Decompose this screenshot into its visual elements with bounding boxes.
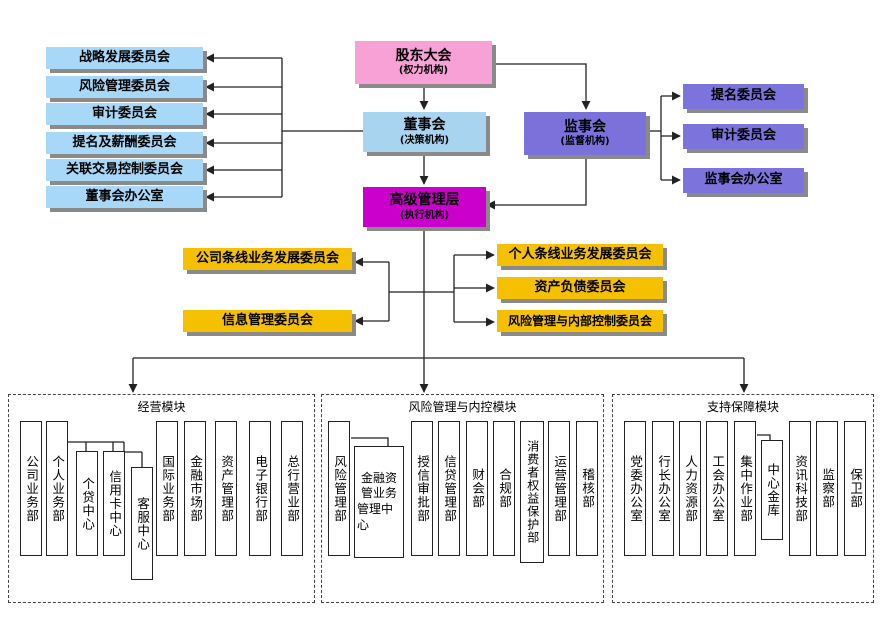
dept-box: 消费者权益保护部 xyxy=(520,421,544,563)
sub-center-line: 管业务 xyxy=(360,486,397,501)
board-committee: 提名及薪酬委员会 xyxy=(46,132,203,154)
dept-box: 总行营业部 xyxy=(281,421,303,556)
dept-box: 个人业务部 xyxy=(46,421,68,556)
sub-center-line: 金融资 xyxy=(360,470,397,485)
dept-box: 行长办公室 xyxy=(652,421,674,556)
board-note: (决策机构) xyxy=(399,134,450,146)
board-committee: 风险管理委员会 xyxy=(46,76,203,98)
supervisors-name: 监事会 xyxy=(563,118,606,135)
board-committee: 关联交易控制委员会 xyxy=(46,159,203,181)
supervisor-committee: 提名委员会 xyxy=(683,84,804,109)
dept-box: 个贷中心 xyxy=(76,451,98,556)
dept-box: 信贷管理部 xyxy=(438,421,460,556)
business-module-title: 经营模块 xyxy=(137,400,186,414)
board-committee: 战略发展委员会 xyxy=(46,47,203,69)
board-committee: 审计委员会 xyxy=(46,103,203,125)
dept-box: 财会部 xyxy=(466,421,488,556)
board-name: 董事会 xyxy=(403,117,446,133)
dept-box: 风险管理部 xyxy=(328,421,350,556)
mgmt-committee: 资产负债委员会 xyxy=(497,277,663,299)
mgmt-committee: 风险管理与内部控制委员会 xyxy=(497,310,663,332)
shareholders-name: 股东大会 xyxy=(395,47,452,64)
dept-box: 信用卡中心 xyxy=(103,451,125,556)
dept-box: 监察部 xyxy=(816,421,838,556)
shareholders-note: (权力机构) xyxy=(398,65,449,76)
board-box: 董事会(决策机构) xyxy=(363,112,486,152)
dept-box: 运营管理部 xyxy=(548,421,570,556)
sub-center-box: 金融资 管业务 管理中心 xyxy=(354,446,404,558)
dept-box: 客服中心 xyxy=(131,467,153,580)
dept-box: 中心金库 xyxy=(761,440,783,540)
sub-center-line: 管理中心 xyxy=(357,502,394,532)
dept-box: 人力资源部 xyxy=(679,421,701,556)
dept-box: 集中作业部 xyxy=(734,421,756,556)
dept-box: 资讯科技部 xyxy=(789,421,811,556)
dept-box: 公司业务部 xyxy=(20,421,42,556)
mgmt-committee: 公司条线业务发展委员会 xyxy=(183,248,352,270)
board-office: 董事会办公室 xyxy=(46,186,203,208)
mgmt-committee: 信息管理委员会 xyxy=(183,310,352,332)
dept-box: 国际业务部 xyxy=(156,421,178,556)
support-module-panel xyxy=(612,394,874,603)
dept-box: 资产管理部 xyxy=(215,421,237,556)
management-name: 高级管理层 xyxy=(389,192,460,208)
dept-box: 授信审批部 xyxy=(411,421,433,556)
dept-box: 合规部 xyxy=(493,421,515,556)
shareholders-meeting-box: 股东大会(权力机构) xyxy=(355,41,492,84)
support-module-title: 支持保障模块 xyxy=(706,400,779,414)
dept-box: 保卫部 xyxy=(844,421,866,556)
risk-module-panel xyxy=(321,394,604,603)
supervisors-box: 监事会(监督机构) xyxy=(524,112,646,155)
management-box: 高级管理层(执行机构) xyxy=(363,187,486,227)
supervisors-note: (监督机构) xyxy=(560,136,610,147)
risk-module-title: 风险管理与内控模块 xyxy=(408,400,517,414)
supervisor-office: 监事会办公室 xyxy=(683,168,804,193)
supervisor-committee: 审计委员会 xyxy=(683,124,804,149)
dept-box: 稽核部 xyxy=(576,421,598,556)
dept-box: 党委办公室 xyxy=(624,421,646,556)
management-note: (执行机构) xyxy=(399,209,450,221)
mgmt-committee: 个人条线业务发展委员会 xyxy=(497,244,663,266)
dept-box: 金融市场部 xyxy=(184,421,206,556)
dept-box: 工会办公室 xyxy=(706,421,728,556)
business-module-panel xyxy=(8,394,315,603)
dept-box: 电子银行部 xyxy=(249,421,271,556)
